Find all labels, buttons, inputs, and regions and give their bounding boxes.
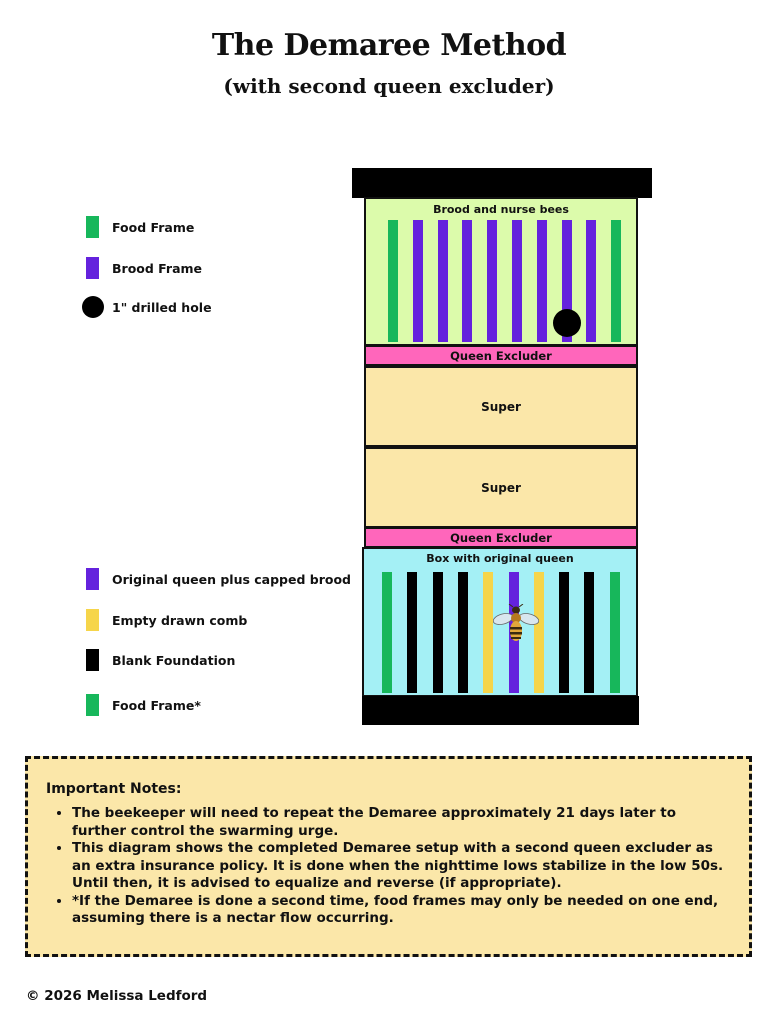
frame-food bbox=[611, 220, 622, 342]
frame-brood bbox=[536, 220, 547, 342]
legend-label: 1" drilled hole bbox=[112, 299, 212, 315]
legend-label: Blank Foundation bbox=[112, 652, 236, 668]
legend-item-brood-frame: Brood Frame bbox=[86, 256, 202, 280]
frame-food bbox=[609, 572, 620, 693]
note-item: The beekeeper will need to repeat the De… bbox=[72, 805, 733, 840]
box-label: Brood and nurse bees bbox=[433, 203, 569, 216]
queen-excluder-bottom: Queen Excluder bbox=[364, 527, 638, 548]
legend-item-empty-comb: Empty drawn comb bbox=[86, 608, 247, 632]
frame-blank bbox=[407, 572, 418, 693]
super-label: Super bbox=[481, 480, 521, 495]
frame-brood bbox=[487, 220, 498, 342]
frame-food bbox=[388, 220, 398, 342]
copyright: © 2026 Melissa Ledford bbox=[26, 988, 208, 1004]
legend-swatch bbox=[86, 649, 99, 671]
notes-title: Important Notes: bbox=[46, 781, 182, 797]
page-subtitle: (with second queen excluder) bbox=[223, 74, 555, 98]
note-item: This diagram shows the completed Demaree… bbox=[72, 840, 733, 893]
frame-blank bbox=[559, 572, 570, 693]
legend-item-original-queen: Original queen plus capped brood bbox=[86, 567, 351, 591]
legend-item-drilled-hole: 1" drilled hole bbox=[82, 295, 212, 319]
legend-swatch bbox=[86, 609, 99, 631]
bee-icon bbox=[493, 604, 539, 641]
frame-brood bbox=[462, 220, 473, 342]
top-brood-box: Brood and nurse bees bbox=[364, 197, 638, 346]
queen-excluder-top: Queen Excluder bbox=[364, 345, 638, 366]
frame-brood bbox=[586, 220, 597, 342]
frame-blank bbox=[584, 572, 595, 693]
box-label: Box with original queen bbox=[426, 552, 574, 565]
frame-comb bbox=[533, 572, 544, 693]
legend-item-food-frame-star: Food Frame* bbox=[86, 693, 201, 717]
legend-label: Food Frame bbox=[112, 219, 195, 235]
frame-brood bbox=[437, 220, 448, 342]
super-box-2: Super bbox=[364, 447, 638, 528]
notes-list: The beekeeper will need to repeat the De… bbox=[46, 805, 733, 928]
super-box-1: Super bbox=[364, 366, 638, 447]
bottom-queen-box: Box with original queen bbox=[362, 547, 638, 697]
legend-swatch bbox=[86, 257, 99, 279]
drilled-hole-icon bbox=[82, 296, 104, 318]
frame-blank bbox=[432, 572, 443, 693]
legend-swatch bbox=[86, 216, 99, 238]
legend-label: Brood Frame bbox=[112, 260, 203, 276]
legend-label: Empty drawn comb bbox=[112, 612, 248, 628]
legend-item-food-frame: Food Frame bbox=[86, 215, 194, 239]
legend-item-blank-foundation: Blank Foundation bbox=[86, 648, 235, 672]
page-title: The Demaree Method bbox=[211, 28, 567, 63]
note-item: *If the Demaree is done a second time, f… bbox=[72, 893, 733, 928]
frame-brood bbox=[561, 220, 572, 342]
frame-comb bbox=[483, 572, 494, 693]
legend-label: Food Frame* bbox=[112, 697, 201, 713]
hive-lid bbox=[352, 168, 652, 198]
legend-label: Original queen plus capped brood bbox=[112, 571, 352, 587]
super-label: Super bbox=[481, 399, 521, 414]
frame-brood bbox=[412, 220, 423, 342]
hive-bottom-board bbox=[362, 696, 639, 725]
frame-food bbox=[382, 572, 392, 693]
frame-blank bbox=[457, 572, 468, 693]
legend-swatch bbox=[86, 568, 99, 590]
important-notes-box: Important Notes: The beekeeper will need… bbox=[25, 756, 752, 957]
drilled-hole-icon bbox=[553, 309, 581, 337]
frame-brood bbox=[512, 220, 522, 342]
legend-swatch bbox=[86, 694, 99, 716]
